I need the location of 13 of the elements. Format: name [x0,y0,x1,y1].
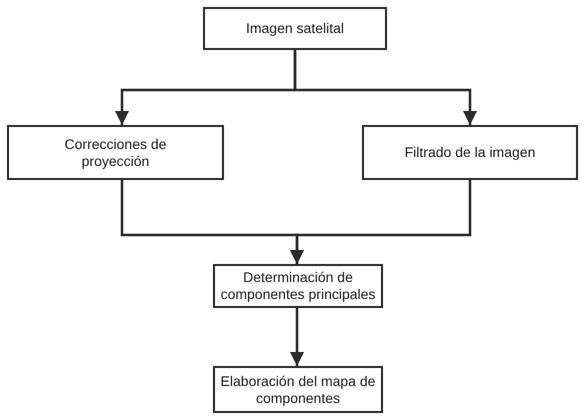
process-box [362,125,578,180]
box-label: Filtrado de la imagen [404,144,536,161]
process-box [203,7,387,50]
box-label: Elaboración del mapa de componentes [220,372,376,406]
process-box [7,125,224,180]
arrow [290,308,304,366]
arrow [294,50,477,125]
box-label: Imagen satelital [246,20,344,37]
process-box [213,264,383,308]
box-label: Correcciones de proyección [64,136,168,170]
process-box [213,366,383,413]
box-label: Determinación de componentes principales [220,269,376,303]
arrow [290,180,472,264]
